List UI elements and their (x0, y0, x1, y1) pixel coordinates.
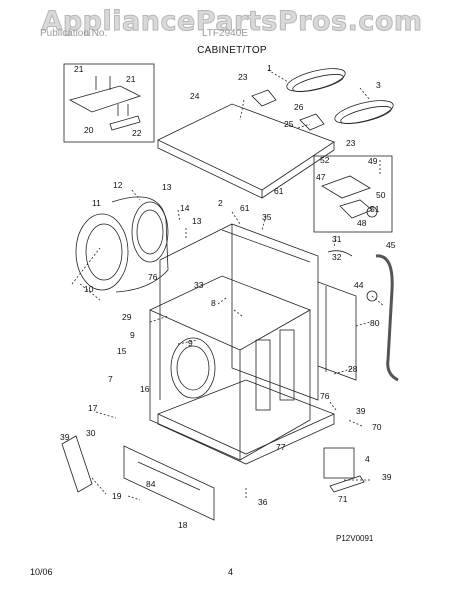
callout-label: 12 (113, 180, 123, 190)
callout-label: 45 (386, 240, 396, 250)
callout-label: 9 (130, 330, 135, 340)
callout-label: 39 (356, 406, 366, 416)
cabinet-frame (231, 223, 319, 401)
callout-label: 2 (218, 198, 223, 208)
callout-label: 61 (274, 186, 284, 196)
callout-label: 26 (294, 102, 304, 112)
callout-label: 10 (84, 284, 94, 294)
callout-label: 3 (376, 80, 381, 90)
callout-label: 76 (320, 391, 330, 401)
callout-label: 7 (108, 374, 113, 384)
callout-label: 47 (316, 172, 326, 182)
callout-label: 30 (86, 428, 96, 438)
door-ring (75, 213, 129, 291)
callout-label: 71 (338, 494, 348, 504)
callout-label: 24 (190, 91, 200, 101)
callout-label: 9 (188, 338, 193, 348)
kick-panel (123, 445, 215, 521)
callout-labels: 1 2 3 4 7 8 9 10 11 12 13 13 14 15 16 17… (60, 63, 396, 530)
callout-label: 13 (162, 182, 172, 192)
callout-label: 39 (382, 472, 392, 482)
callout-label: 11 (92, 198, 101, 208)
inset-box-controls (313, 155, 393, 233)
callout-label: 44 (354, 280, 364, 290)
drain-hose (375, 254, 399, 382)
callout-label: 13 (192, 216, 202, 226)
callout-label: 48 (357, 218, 367, 228)
callout-label: 51 (370, 204, 380, 214)
callout-label: 8 (211, 298, 216, 308)
callout-label: 1 (267, 63, 272, 73)
footer-page-number: 4 (228, 567, 234, 577)
callout-label: 19 (112, 491, 122, 501)
callout-label: 35 (262, 212, 272, 222)
callout-label: 22 (132, 128, 142, 138)
callout-label: 49 (368, 156, 378, 166)
callout-label: 70 (372, 422, 382, 432)
callout-label: 77 (276, 442, 286, 452)
model-label: LTF2940E (202, 28, 248, 39)
callout-label: 33 (194, 280, 204, 290)
footer-date: 10/06 (30, 567, 53, 577)
section-title: CABINET/TOP (197, 45, 267, 56)
callout-label: 76 (148, 272, 158, 282)
callout-label: 15 (117, 346, 127, 356)
inset-box-bracket (63, 63, 155, 143)
callout-label: 31 (332, 234, 342, 244)
callout-label: 28 (348, 364, 358, 374)
callout-label: 23 (346, 138, 356, 148)
inlet-hose-2 (334, 100, 394, 124)
base-frame (156, 379, 336, 455)
inlet-hose-1 (286, 68, 346, 92)
door-boot (111, 196, 169, 293)
callout-label: 18 (178, 520, 188, 530)
callout-label: 14 (180, 203, 190, 213)
callout-label: 21 (74, 64, 84, 74)
callout-label: 29 (122, 312, 132, 322)
callout-label: 16 (140, 384, 150, 394)
callout-label: 21 (126, 74, 136, 84)
diagram-code: P12V0091 (336, 534, 374, 543)
callout-label: 61 (240, 203, 250, 213)
front-panel (149, 309, 241, 461)
callout-label: 32 (332, 252, 342, 262)
callout-label: 17 (88, 403, 98, 413)
callout-label: 20 (84, 125, 94, 135)
watermark-text: AppliancePartsPros.com (41, 6, 423, 38)
callout-label: 80 (370, 318, 380, 328)
callout-label: 23 (238, 72, 248, 82)
callout-label: 36 (258, 497, 268, 507)
callout-label: 84 (146, 479, 156, 489)
callout-label: 50 (376, 190, 386, 200)
callout-label: 25 (284, 119, 294, 129)
publication-label: Publication No. (40, 28, 108, 39)
callout-label: 52 (320, 155, 330, 165)
door-opening (170, 337, 216, 399)
callout-label: 39 (60, 432, 70, 442)
pump-box (323, 447, 355, 479)
callout-label: 4 (365, 454, 370, 464)
